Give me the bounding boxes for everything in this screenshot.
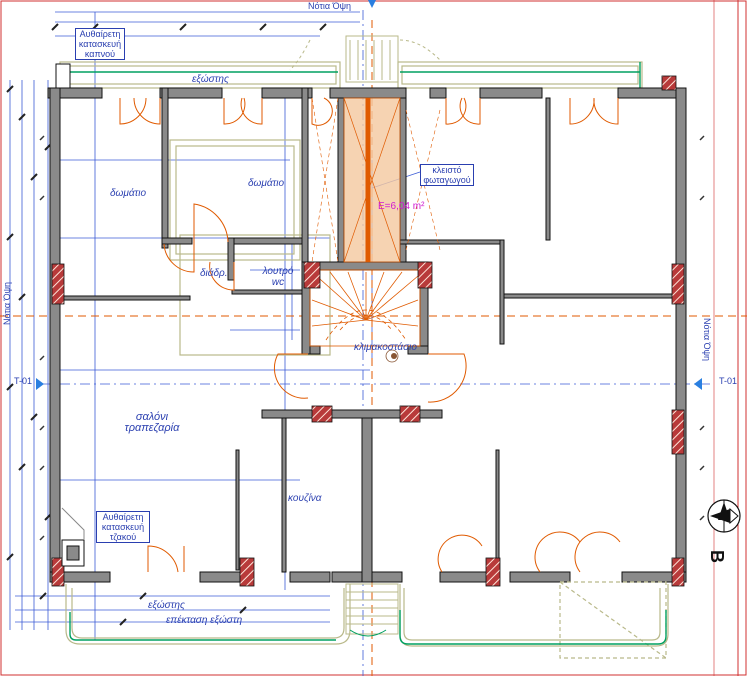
terrace-top-label: εξώστης [192, 74, 229, 85]
shaft-note: κλειστό φωταγωγού [420, 164, 474, 186]
room-mid-label: δωμάτιο [248, 178, 285, 189]
bottom-railing [69, 610, 667, 645]
bottom-stair [345, 583, 399, 637]
grid-marks [39, 135, 705, 541]
chimney [55, 63, 71, 89]
section-left-label: T-01 [14, 376, 33, 386]
west-facade-label: Νότια Όψη [2, 282, 12, 326]
columns [51, 75, 685, 587]
section-b-label: B [707, 550, 727, 563]
bottom-terrace [65, 581, 669, 659]
fireplace [61, 507, 85, 567]
corridor-label: διάδρ. [200, 268, 228, 279]
bath-label: λουτρό wc [262, 266, 294, 288]
kitchen-label: κουζίνα [288, 493, 322, 504]
section-triangle-icon [36, 0, 702, 390]
staircase [309, 269, 421, 347]
section-right-label: T-01 [719, 376, 738, 386]
east-facade-label: Νότια Όψη [702, 318, 712, 362]
chimney-note: Αυθαίρετη κατασκευή καπνού [75, 28, 125, 60]
terrace-extension-label: επέκταση εξώστη [166, 615, 243, 626]
dimension-ticks [6, 23, 327, 626]
room-left-label: δωμάτιο [110, 188, 147, 199]
interior-walls [59, 87, 677, 583]
terrace-bottom-label: εξώστης [148, 600, 185, 611]
fireplace-note: Αυθαίρετη κατασκευή τζακού [96, 511, 150, 543]
living-label: σαλόνι τραπεζαρία [124, 411, 180, 434]
stairs-label: κλιμακοστάσιο [354, 342, 417, 353]
shaft-area: Ε=6,04 m² [378, 201, 425, 212]
north-arrow-icon [707, 499, 741, 533]
doors [119, 97, 621, 573]
top-stair [289, 35, 441, 83]
top-railing [62, 62, 641, 88]
north-facade-label: Νότια Όψη [308, 1, 352, 11]
exterior-walls [47, 87, 687, 583]
